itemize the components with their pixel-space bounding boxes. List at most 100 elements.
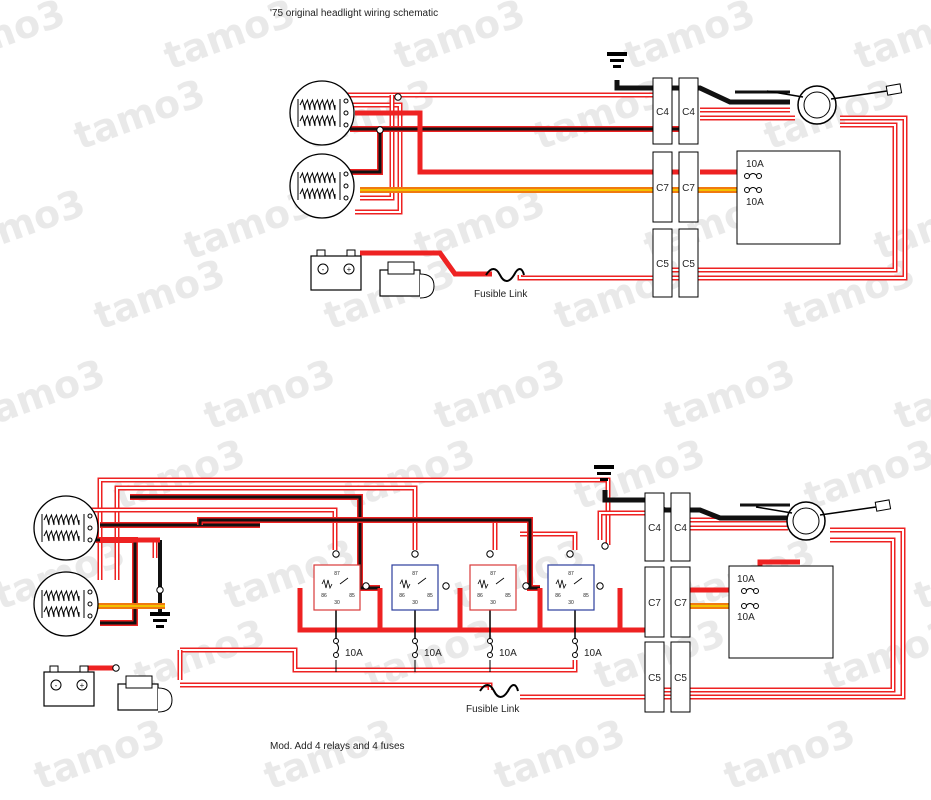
relay-fuse-2 [412, 638, 418, 658]
junction-dot [522, 582, 530, 590]
watermark-text: tamo3 [778, 251, 921, 339]
switch-stalk [766, 90, 804, 98]
fuse-label-upper-mod: 10A [737, 574, 755, 585]
fuse-terminal [572, 652, 578, 658]
watermark-text: tamo3 [908, 531, 931, 619]
battery-post [316, 249, 326, 257]
fuse-box [736, 150, 841, 245]
ground-symbol-lamp [150, 612, 170, 628]
harness-wire-core [180, 649, 576, 671]
battery-mod: -+ [43, 665, 95, 707]
connector-c5-a-mod [644, 641, 665, 713]
watermark-text: tamo3 [198, 351, 341, 439]
fuse-10a-lower [744, 187, 762, 193]
relay-pin-label: 30 [412, 600, 418, 606]
fuse-terminal [753, 588, 759, 594]
relay-pin-label: 85 [427, 593, 433, 599]
watermark-text: tamo3 [798, 431, 931, 519]
fusible-link-label-bottom: Fusible Link [466, 704, 520, 715]
relay-pin-label: 86 [555, 593, 561, 599]
battery-minus-terminal [317, 263, 329, 275]
fuse-terminal [744, 187, 750, 193]
switch-lever [819, 506, 877, 516]
ground-symbol [607, 52, 627, 68]
junction-dot [156, 586, 164, 594]
relay-pin-label: 87 [568, 571, 574, 577]
watermark-text: tamo3 [528, 71, 671, 159]
black-red-wire-core [198, 518, 540, 590]
connector-c5-b [678, 228, 699, 298]
connector-c7-b-mod [670, 566, 691, 638]
relay-coil [555, 578, 567, 590]
relay-pin-label: 85 [505, 593, 511, 599]
relay-feed-red [297, 588, 650, 633]
lamp-filament-frame [297, 172, 341, 200]
fuse-element [745, 588, 755, 592]
connector-c4-a [652, 77, 673, 145]
lamp-terminal [343, 195, 349, 201]
lamp-filament [43, 529, 80, 542]
junction-dot [601, 542, 609, 550]
connector-c5-a [652, 228, 673, 298]
relay-pin-label: 30 [334, 600, 340, 606]
lamp-terminal [87, 537, 93, 543]
lamp-housing [33, 495, 99, 561]
fuse-terminal [753, 603, 759, 609]
fuse-10a-lower-mod [741, 603, 759, 609]
ground-bar [613, 65, 621, 68]
lamp-terminal [343, 110, 349, 116]
headlight-switch [766, 83, 903, 125]
relay-contact [495, 577, 505, 585]
relay-fuse-label-3: 10A [499, 648, 517, 659]
fuse-terminal [412, 638, 418, 644]
lamp-terminal [87, 613, 93, 619]
fuse-element [335, 642, 339, 654]
relay-body [391, 564, 439, 611]
fuse-terminal [412, 652, 418, 658]
switch-stalk [755, 506, 793, 514]
switch-hub [792, 507, 820, 535]
fuse-terminal [487, 638, 493, 644]
lamp-terminal [343, 98, 349, 104]
lamp-filament [43, 589, 80, 602]
harness-wire-core [520, 529, 904, 698]
ground-bar [594, 465, 614, 469]
headlight-left-lower [289, 153, 355, 219]
harness-wire-core [599, 512, 648, 540]
connector-c4-a-mod [644, 492, 665, 562]
watermark-text: tamo3 [0, 0, 71, 78]
lamp-housing [289, 153, 355, 219]
ground-wire [602, 490, 790, 521]
relay-fuse-label-2: 10A [424, 648, 442, 659]
connector-c4-a-label: C4 [656, 107, 669, 118]
relay-coil [399, 578, 411, 590]
fuse-terminal [333, 652, 339, 658]
battery-body [310, 255, 362, 291]
fuse-terminal [333, 638, 339, 644]
battery-post [49, 665, 59, 673]
harness-wire-core [650, 539, 894, 691]
watermark-text: tamo3 [68, 71, 211, 159]
battery-post [346, 249, 356, 257]
relay-pin-label: 87 [334, 571, 340, 577]
lamp-filament [43, 513, 80, 526]
lamp-filament [299, 171, 336, 184]
connector-c7-b-mod-label: C7 [674, 598, 687, 609]
ground-symbol-switch [594, 465, 614, 481]
connector-c4-b-mod-label: C4 [674, 523, 687, 534]
ground-wire [614, 80, 790, 105]
fuse-element [748, 187, 758, 191]
fuse-element [414, 642, 418, 654]
ground-bar [150, 612, 170, 616]
connector-c4-a-mod-label: C4 [648, 523, 661, 534]
battery-minus-terminal [50, 679, 62, 691]
fuse-element [489, 642, 493, 654]
battery-feed-red [360, 250, 492, 277]
lamp-terminal [87, 513, 93, 519]
black-red-wire-core [350, 129, 382, 174]
lamp-terminal [343, 122, 349, 128]
relay-pin-label: 30 [568, 600, 574, 606]
junction-dot [376, 126, 384, 134]
